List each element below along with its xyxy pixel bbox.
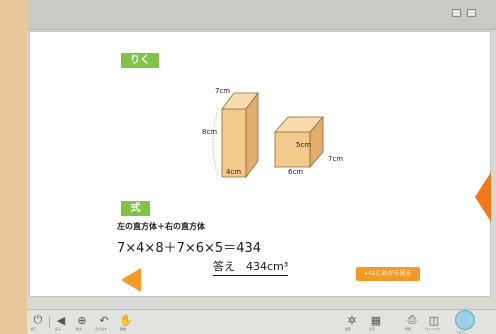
next-arrow-icon[interactable] [475, 172, 491, 222]
settings-icon[interactable]: ✲ [347, 313, 357, 327]
box1-depth-label: 7cm [215, 87, 231, 95]
tool-label-undo: 元に戻す [95, 327, 108, 331]
title-bar [27, 0, 496, 30]
tool-label-settings: 設定 [345, 327, 352, 331]
print-icon[interactable]: ⎙ [407, 313, 417, 326]
box2-height-label: 5cm [296, 141, 312, 149]
window-restore-icon[interactable] [452, 9, 461, 17]
previous-arrow-icon[interactable] [121, 268, 141, 292]
box1-height-label: 8cm [202, 128, 218, 136]
tool-label-globe: ヘルプ [456, 330, 466, 334]
tool-label-grid: 表示 [369, 327, 376, 331]
box1-front [221, 108, 247, 178]
back-icon[interactable]: ◀ [56, 313, 66, 327]
box2-depth-label: 7cm [328, 155, 344, 163]
undo-icon[interactable]: ↶ [99, 313, 109, 327]
hand-icon[interactable]: ✋ [119, 313, 133, 327]
globe-icon[interactable] [455, 310, 475, 330]
window-close-icon[interactable] [467, 9, 476, 17]
toolbar-separator [49, 316, 50, 328]
formula-description: 左の直方体＋右の直方体 [117, 222, 205, 231]
tool-label-zoom: 拡大 [76, 327, 83, 331]
window-icon[interactable]: ◫ [428, 313, 440, 327]
box1-width-label: 4cm [226, 168, 242, 176]
tool-label-power: 終了 [31, 327, 38, 331]
content-page: りく 7cm 8cm 4cm 5cm 6cm 7cm 式 左の直方体＋右の直方体… [29, 31, 491, 297]
tool-label-window: ウィンドウ [425, 327, 441, 331]
cuboid-figure [212, 91, 324, 179]
formula-label: 式 [121, 201, 150, 216]
section-label: りく [121, 53, 159, 68]
zoom-icon[interactable]: ⊕ [77, 313, 87, 327]
box2-side [309, 115, 324, 169]
box2-front [274, 131, 311, 168]
box1-side [245, 91, 259, 179]
restart-button[interactable]: ↩はじめから見る [356, 267, 420, 281]
formula-expression: 7×4×8＋7×6×5＝434 [117, 241, 262, 256]
power-icon[interactable]: ⏻ [33, 313, 43, 326]
formula-answer: 答え 434cm³ [213, 258, 289, 276]
bottom-toolbar: ⏻ 終了 ◀ 戻る ⊕ 拡大 ↶ 元に戻す ✋ 移動 ✲ 設定 ▦ 表示 ⎙ 印… [27, 309, 496, 334]
box2-width-label: 6cm [288, 168, 304, 176]
tool-label-hand: 移動 [120, 327, 127, 331]
grid-icon[interactable]: ▦ [370, 313, 382, 327]
tool-label-back: 戻る [55, 327, 62, 331]
tool-label-print: 印刷 [405, 327, 412, 331]
